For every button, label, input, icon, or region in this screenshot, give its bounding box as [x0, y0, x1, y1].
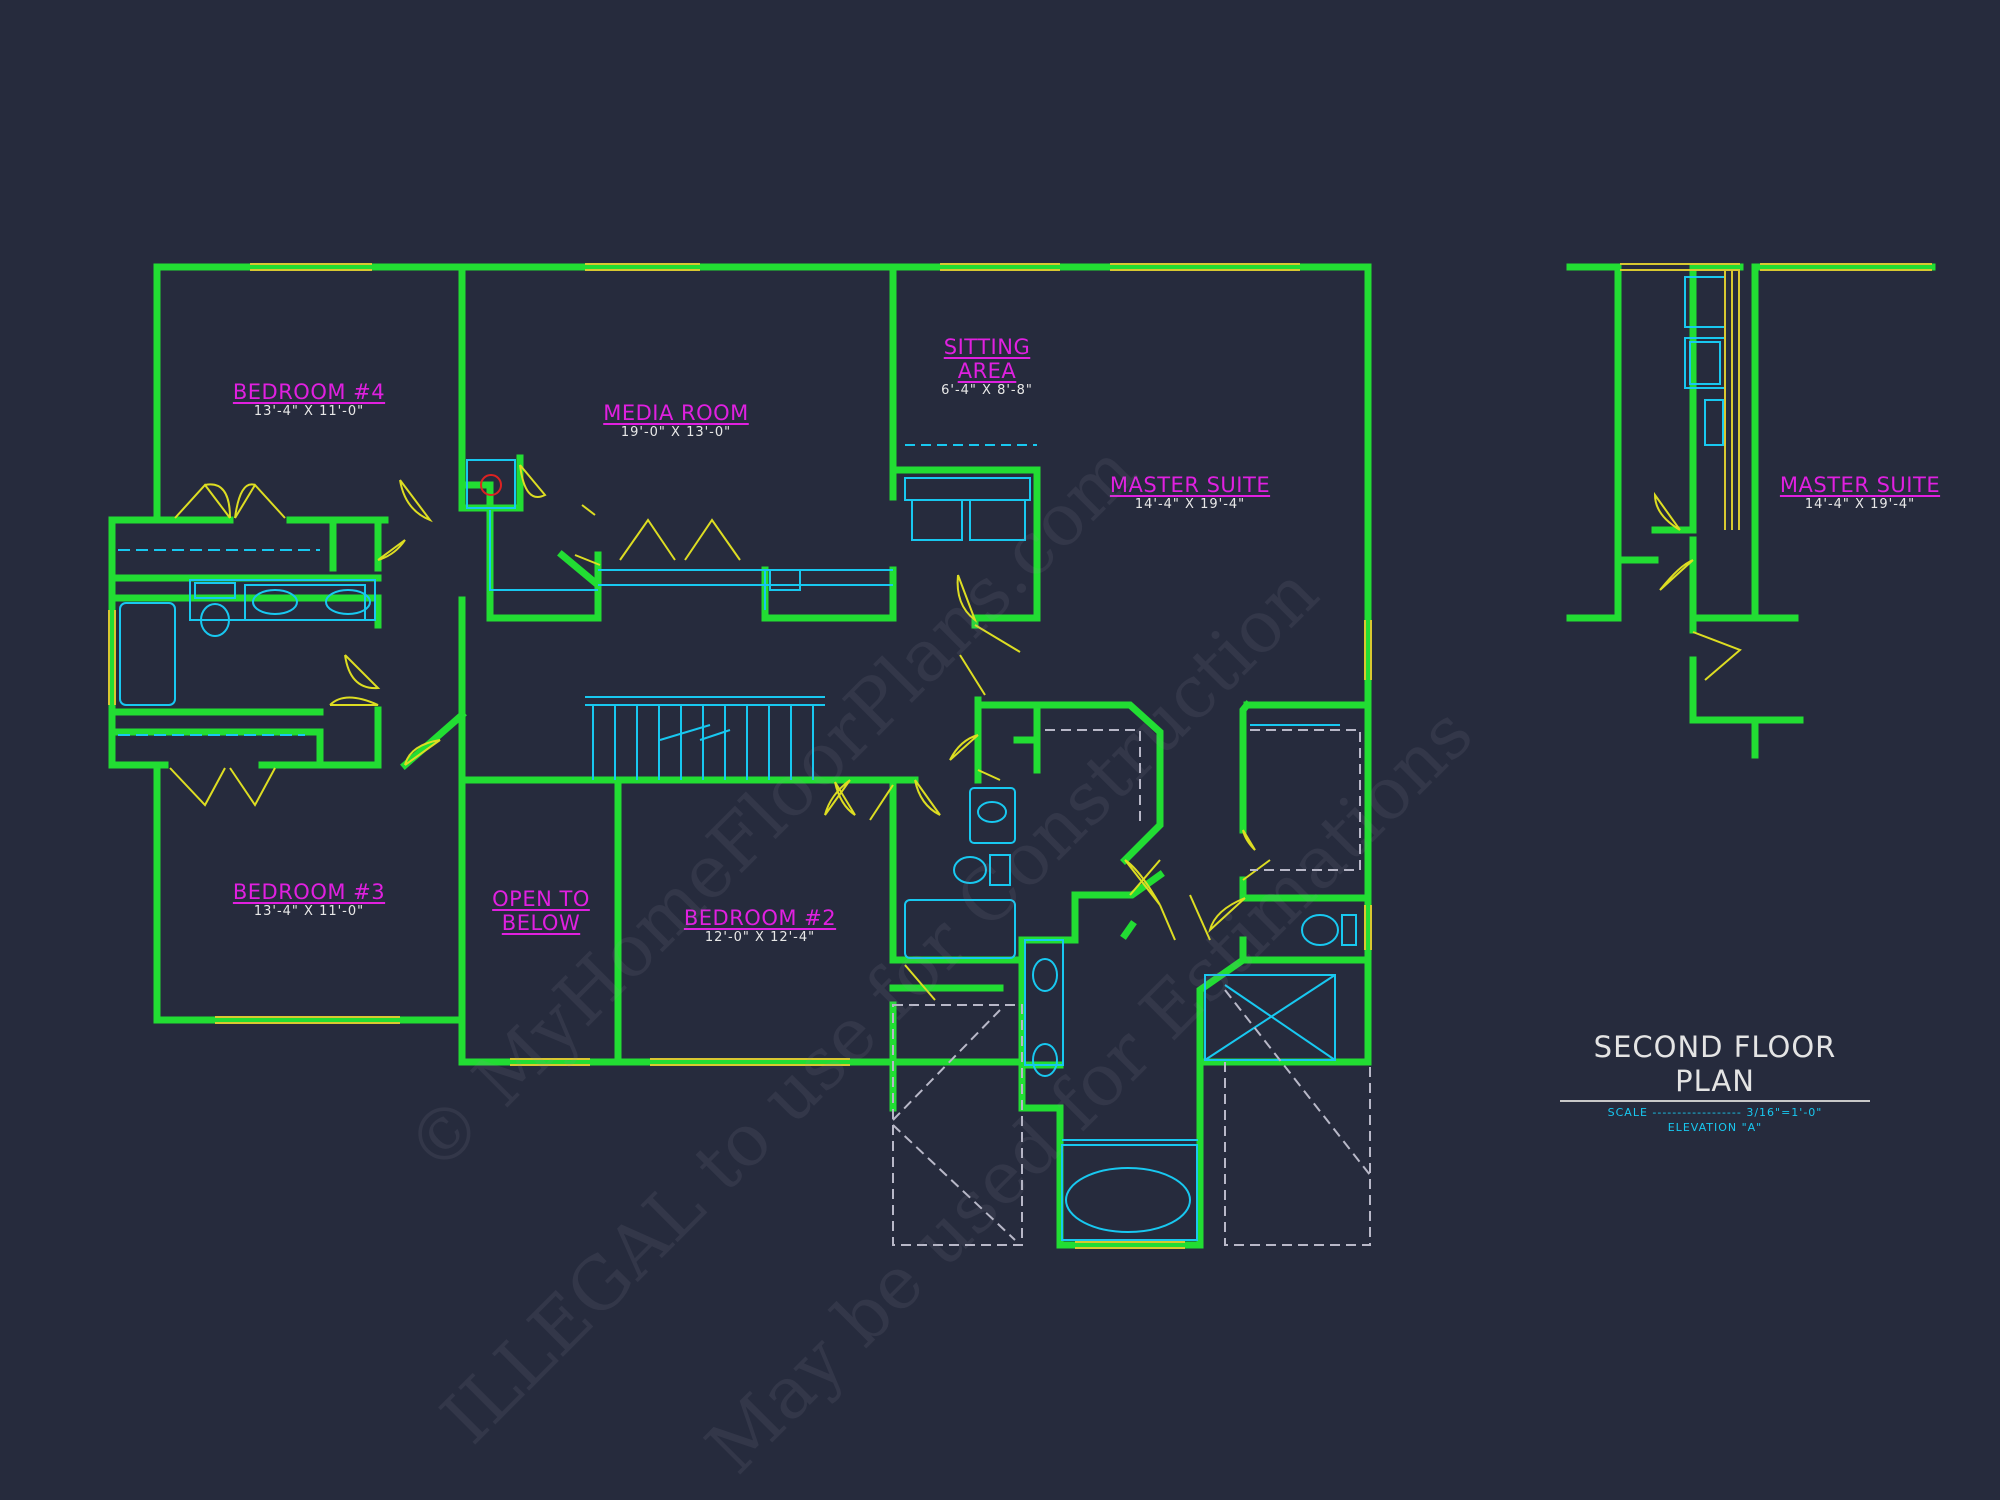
room-label-bedroom2: BEDROOM #2 12'-0" X 12'-4"	[684, 906, 836, 946]
room-label-sitting-area: SITTING AREA 6'-4" X 8'-8"	[941, 335, 1033, 399]
room-dimensions: 12'-0" X 12'-4"	[704, 930, 816, 945]
room-dimensions: 13'-4" X 11'-0"	[253, 904, 365, 919]
room-dimensions: 19'-0" X 13'-0"	[620, 425, 732, 440]
windows	[108, 263, 1932, 1249]
room-label-bedroom4: BEDROOM #4 13'-4" X 11'-0"	[233, 380, 385, 420]
room-label-master-suite-alt: MASTER SUITE 14'-4" X 19'-4"	[1780, 473, 1940, 513]
room-label-open-to-below: OPEN TO BELOW	[492, 887, 590, 935]
room-name: BEDROOM #2	[683, 906, 837, 930]
room-label-media-room: MEDIA ROOM 19'-0" X 13'-0"	[603, 401, 749, 441]
room-name: OPEN TO	[492, 887, 590, 911]
room-name: BEDROOM #3	[232, 880, 386, 904]
doors	[169, 464, 1742, 1001]
room-dimensions: 14'-4" X 19'-4"	[1804, 497, 1916, 512]
vent-marker	[480, 474, 502, 496]
plan-scale: SCALE ------------------ 3/16"=1'-0"	[1607, 1106, 1823, 1119]
room-name: MASTER SUITE	[1779, 473, 1941, 497]
room-name-line2: BELOW	[501, 911, 581, 935]
room-dimensions: 14'-4" X 19'-4"	[1134, 497, 1246, 512]
room-name: MEDIA ROOM	[603, 401, 749, 425]
room-label-bedroom3: BEDROOM #3 13'-4" X 11'-0"	[233, 880, 385, 920]
room-name: BEDROOM #4	[232, 380, 386, 404]
fixtures	[118, 270, 1740, 1246]
plan-elevation: ELEVATION "A"	[1667, 1121, 1763, 1134]
room-dimensions: 13'-4" X 11'-0"	[253, 404, 365, 419]
room-label-master-suite: MASTER SUITE 14'-4" X 19'-4"	[1110, 473, 1270, 513]
room-dimensions: 6'-4" X 8'-8"	[941, 383, 1033, 398]
room-name: SITTING	[943, 335, 1031, 359]
plan-title: SECOND FLOOR PLAN	[1560, 1030, 1870, 1102]
title-block: SECOND FLOOR PLAN SCALE ----------------…	[1560, 1030, 1870, 1134]
room-name: MASTER SUITE	[1109, 473, 1271, 497]
room-name-line2: AREA	[957, 359, 1017, 383]
